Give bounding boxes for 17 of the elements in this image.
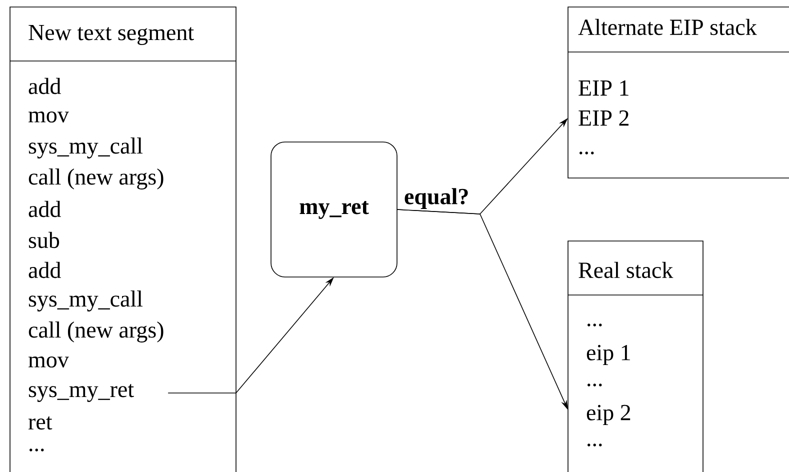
edge-label: equal? bbox=[403, 187, 470, 210]
process-box: my_ret bbox=[270, 142, 398, 278]
code-line: call (new args) bbox=[28, 322, 164, 342]
code-line: sub bbox=[28, 232, 60, 248]
code-line: sys_my_ret bbox=[28, 384, 134, 402]
code-line: mov bbox=[28, 356, 69, 368]
stack-box: Real stack ... eip 1 ... eip 2 ... bbox=[568, 240, 704, 472]
code-line: mov bbox=[28, 111, 69, 123]
code-line: ... bbox=[30, 448, 44, 452]
stack-box: Alternate EIP stack EIP 1 EIP 2 ... bbox=[568, 6, 789, 178]
code-line: ret bbox=[28, 416, 52, 430]
code-line: sys_my_call bbox=[28, 138, 143, 158]
code-line: add bbox=[28, 200, 61, 218]
code-line: sys_my_call bbox=[28, 290, 143, 312]
code-line: call (new args) bbox=[28, 168, 164, 190]
code-line: add bbox=[28, 78, 61, 94]
code-line: add bbox=[28, 262, 61, 278]
